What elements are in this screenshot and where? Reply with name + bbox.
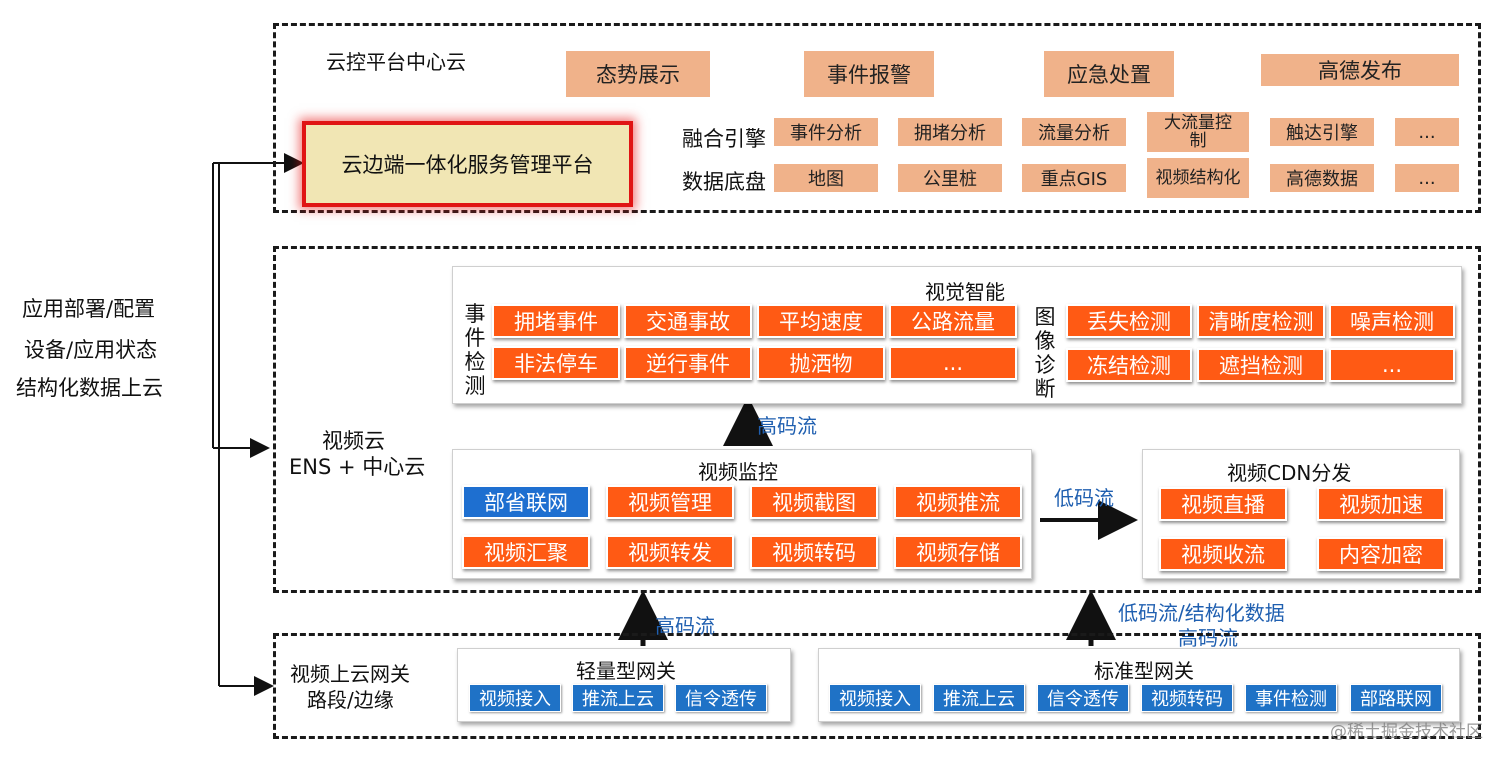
image-diagnose-label: 图 像 诊 断: [1034, 305, 1056, 401]
fusion-label: 融合引擎: [682, 127, 766, 151]
fusion-item-more: ...: [1395, 118, 1459, 146]
standard-item-signal: 信令透传: [1037, 684, 1129, 712]
event-item-accident: 交通事故: [624, 304, 752, 338]
monitor-item-storage: 视频存储: [894, 535, 1022, 569]
monitor-item-screenshot: 视频截图: [750, 485, 878, 519]
image-item-clarity: 清晰度检测: [1197, 304, 1325, 338]
data-item-structured: 视频结构化: [1147, 158, 1249, 198]
monitor-item-push: 视频推流: [894, 485, 1022, 519]
data-label: 数据底盘: [682, 170, 766, 194]
event-item-debris: 抛洒物: [757, 346, 885, 380]
video-cloud-label-2: ENS + 中心云: [289, 455, 426, 479]
event-item-flow: 公路流量: [889, 304, 1017, 338]
center-cloud-section: [273, 23, 1481, 213]
light-item-push: 推流上云: [572, 684, 664, 712]
vision-title: 视觉智能: [925, 280, 1005, 304]
fusion-item-flow: 流量分析: [1022, 118, 1126, 146]
top-item-publish: 高德发布: [1261, 54, 1459, 86]
low-stream-label: 低码流: [1054, 486, 1114, 510]
data-item-map: 地图: [774, 164, 878, 192]
top-item-emergency: 应急处置: [1044, 51, 1174, 97]
event-item-congestion: 拥堵事件: [492, 304, 620, 338]
left-label-structured: 结构化数据上云: [16, 376, 163, 400]
monitor-item-forward: 视频转发: [606, 535, 734, 569]
light-item-signal: 信令透传: [675, 684, 767, 712]
center-cloud-title: 云控平台中心云: [326, 50, 466, 74]
gateway-mixed-stream-label: 低码流/结构化数据: [1118, 601, 1285, 625]
monitor-item-manage: 视频管理: [606, 485, 734, 519]
standard-item-transcode: 视频转码: [1141, 684, 1233, 712]
monitor-title: 视频监控: [698, 460, 778, 484]
standard-item-network: 部路联网: [1350, 684, 1442, 712]
fusion-item-congestion: 拥堵分析: [898, 118, 1002, 146]
data-item-more: ...: [1395, 164, 1459, 192]
left-label-deploy: 应用部署/配置: [22, 297, 156, 321]
event-item-speed: 平均速度: [757, 304, 885, 338]
platform-box: 云边端一体化服务管理平台: [302, 121, 633, 207]
video-cloud-label-1: 视频云: [322, 429, 385, 453]
cdn-item-accelerate: 视频加速: [1317, 487, 1445, 521]
cdn-title: 视频CDN分发: [1227, 461, 1352, 485]
gateway-section: [273, 633, 1481, 739]
cdn-item-encrypt: 内容加密: [1317, 537, 1445, 571]
event-item-reverse: 逆行事件: [624, 346, 752, 380]
image-item-more: ...: [1329, 348, 1455, 382]
fusion-item-bigflow: 大流量控制: [1147, 112, 1249, 152]
monitor-item-transcode: 视频转码: [750, 535, 878, 569]
cdn-item-live: 视频直播: [1159, 487, 1287, 521]
image-item-noise: 噪声检测: [1329, 304, 1455, 338]
watermark: @稀土掘金技术社区: [1330, 722, 1483, 742]
standard-item-event: 事件检测: [1245, 684, 1337, 712]
event-item-parking: 非法停车: [492, 346, 620, 380]
event-detect-label: 事 件 检 测: [464, 302, 486, 398]
image-item-loss: 丢失检测: [1066, 304, 1192, 338]
standard-gateway-title: 标准型网关: [1094, 659, 1194, 683]
cdn-item-receive: 视频收流: [1159, 537, 1287, 571]
platform-label: 云边端一体化服务管理平台: [341, 153, 594, 177]
top-item-alarm: 事件报警: [804, 51, 934, 97]
data-item-gis: 重点GIS: [1022, 164, 1126, 192]
light-item-access: 视频接入: [469, 684, 561, 712]
light-gateway-title: 轻量型网关: [576, 659, 676, 683]
image-item-freeze: 冻结检测: [1066, 348, 1192, 382]
standard-item-push: 推流上云: [933, 684, 1025, 712]
high-stream-label: 高码流: [757, 414, 817, 438]
image-item-occlusion: 遮挡检测: [1197, 348, 1325, 382]
monitor-item-aggregate: 视频汇聚: [462, 535, 590, 569]
left-label-status: 设备/应用状态: [24, 338, 158, 362]
fusion-item-reach: 触达引擎: [1270, 118, 1374, 146]
gateway-label-2: 路段/边缘: [307, 688, 394, 712]
gateway-high-stream-label-2: 高码流: [1178, 626, 1238, 650]
top-item-situation: 态势展示: [566, 51, 710, 97]
monitor-item-network: 部省联网: [462, 485, 590, 519]
data-item-amap: 高德数据: [1270, 164, 1374, 192]
standard-item-access: 视频接入: [829, 684, 921, 712]
event-item-more: ...: [889, 346, 1017, 380]
video-cloud-section: [273, 246, 1481, 593]
data-item-milestone: 公里桩: [898, 164, 1002, 192]
gateway-label-1: 视频上云网关: [290, 662, 410, 686]
fusion-item-event: 事件分析: [774, 118, 878, 146]
